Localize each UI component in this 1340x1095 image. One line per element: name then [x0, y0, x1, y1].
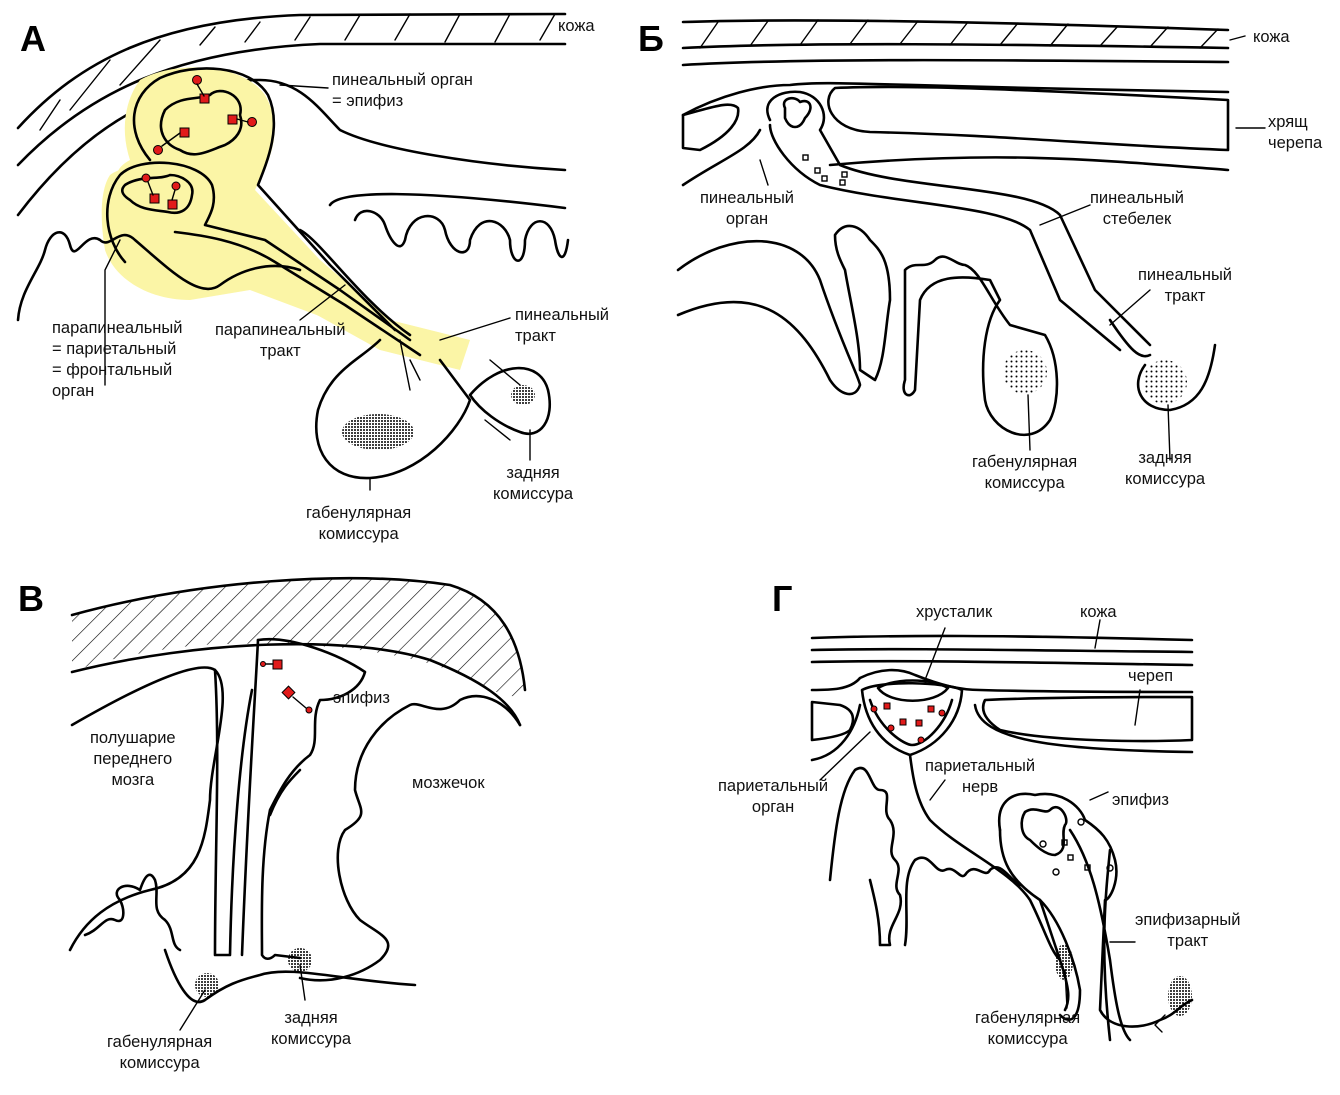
panel-b-drawing	[676, 19, 1266, 461]
panel-g-label-skin: кожа	[1080, 603, 1117, 621]
panel-g-label-skull: череп	[1128, 667, 1174, 685]
panel-a-skin-outer	[16, 12, 567, 130]
panel-b-label-pineal-organ: пинеальный орган	[700, 189, 795, 228]
panel-a-label-parapineal-tract: парапинеальный тракт	[215, 321, 346, 360]
panel-label-g: Г	[772, 578, 793, 619]
panel-label-v: В	[18, 578, 44, 619]
panel-a-label-pineal-organ: пинеальный орган = эпифиз	[332, 71, 473, 110]
panel-a-label-skin: кожа	[558, 17, 595, 35]
panel-label-a: А	[20, 18, 46, 59]
panel-a-dura	[16, 78, 567, 217]
panel-a-label-parapineal-organ: парапинеальный = париетальный = фронталь…	[52, 319, 183, 400]
panel-b-label-habenular-commissure: габенулярная комиссура	[972, 453, 1078, 492]
panel-b-label-skin: кожа	[1253, 28, 1290, 46]
panel-a-photoreceptors	[141, 75, 257, 210]
panel-b-habenular-dots	[1003, 350, 1047, 394]
panel-b-label-pineal-tract: пинеальный тракт	[1138, 266, 1233, 305]
panel-g-label-epiphysis: эпифиз	[1112, 791, 1169, 809]
panel-a-habenular-dots	[342, 414, 414, 450]
panel-a-pineal-fill	[116, 67, 471, 370]
panel-b-label-posterior-commissure: задняя комиссура	[1125, 449, 1206, 488]
panel-v-photoreceptors	[260, 659, 313, 714]
panel-v-label-forebrain-hemisphere: полушарие переднего мозга	[90, 729, 176, 789]
panel-g-label-lens: хрусталик	[916, 603, 993, 621]
panel-a-pineal-outline	[132, 67, 397, 332]
panel-label-b: Б	[638, 18, 664, 59]
panel-b-photoreceptors	[802, 154, 848, 186]
panel-b-label-pineal-stalk: пинеальный стебелек	[1090, 189, 1185, 228]
panel-a-label-pineal-tract: пинеальный тракт	[515, 306, 610, 345]
panel-v-label-cerebellum: мозжечок	[412, 774, 485, 792]
panel-v-label-epiphysis: эпифиз	[333, 689, 390, 707]
panel-a-habenular-lobe	[315, 338, 472, 480]
panel-g-epiphysis-receptors	[1039, 818, 1114, 876]
panel-v-drawing	[68, 576, 527, 1031]
panel-a-label-posterior-commissure: задняя комиссура	[493, 464, 574, 503]
panel-g-label-habenular-commissure: габенулярная комиссура	[975, 1009, 1081, 1048]
panel-g-label-parietal-nerve: париетальный нерв	[925, 757, 1036, 796]
panel-g-label-epiphyseal-tract: эпифизарный тракт	[1135, 911, 1241, 950]
panel-v-label-habenular-commissure: габенулярная комиссура	[107, 1033, 213, 1072]
panel-v-label-posterior-commissure: задняя комиссура	[271, 1009, 352, 1048]
panel-g-photoreceptors	[870, 702, 946, 744]
panel-g-label-parietal-organ: париетальный орган	[718, 777, 829, 816]
panel-a-label-habenular-commissure: габенулярная комиссура	[306, 504, 412, 543]
panel-g-drawing	[810, 619, 1194, 1042]
panel-g-parietal-eye	[860, 681, 964, 757]
panel-a-drawing	[16, 12, 570, 491]
panel-b-label-cranial-cartilage: хрящ черепа	[1268, 113, 1323, 152]
